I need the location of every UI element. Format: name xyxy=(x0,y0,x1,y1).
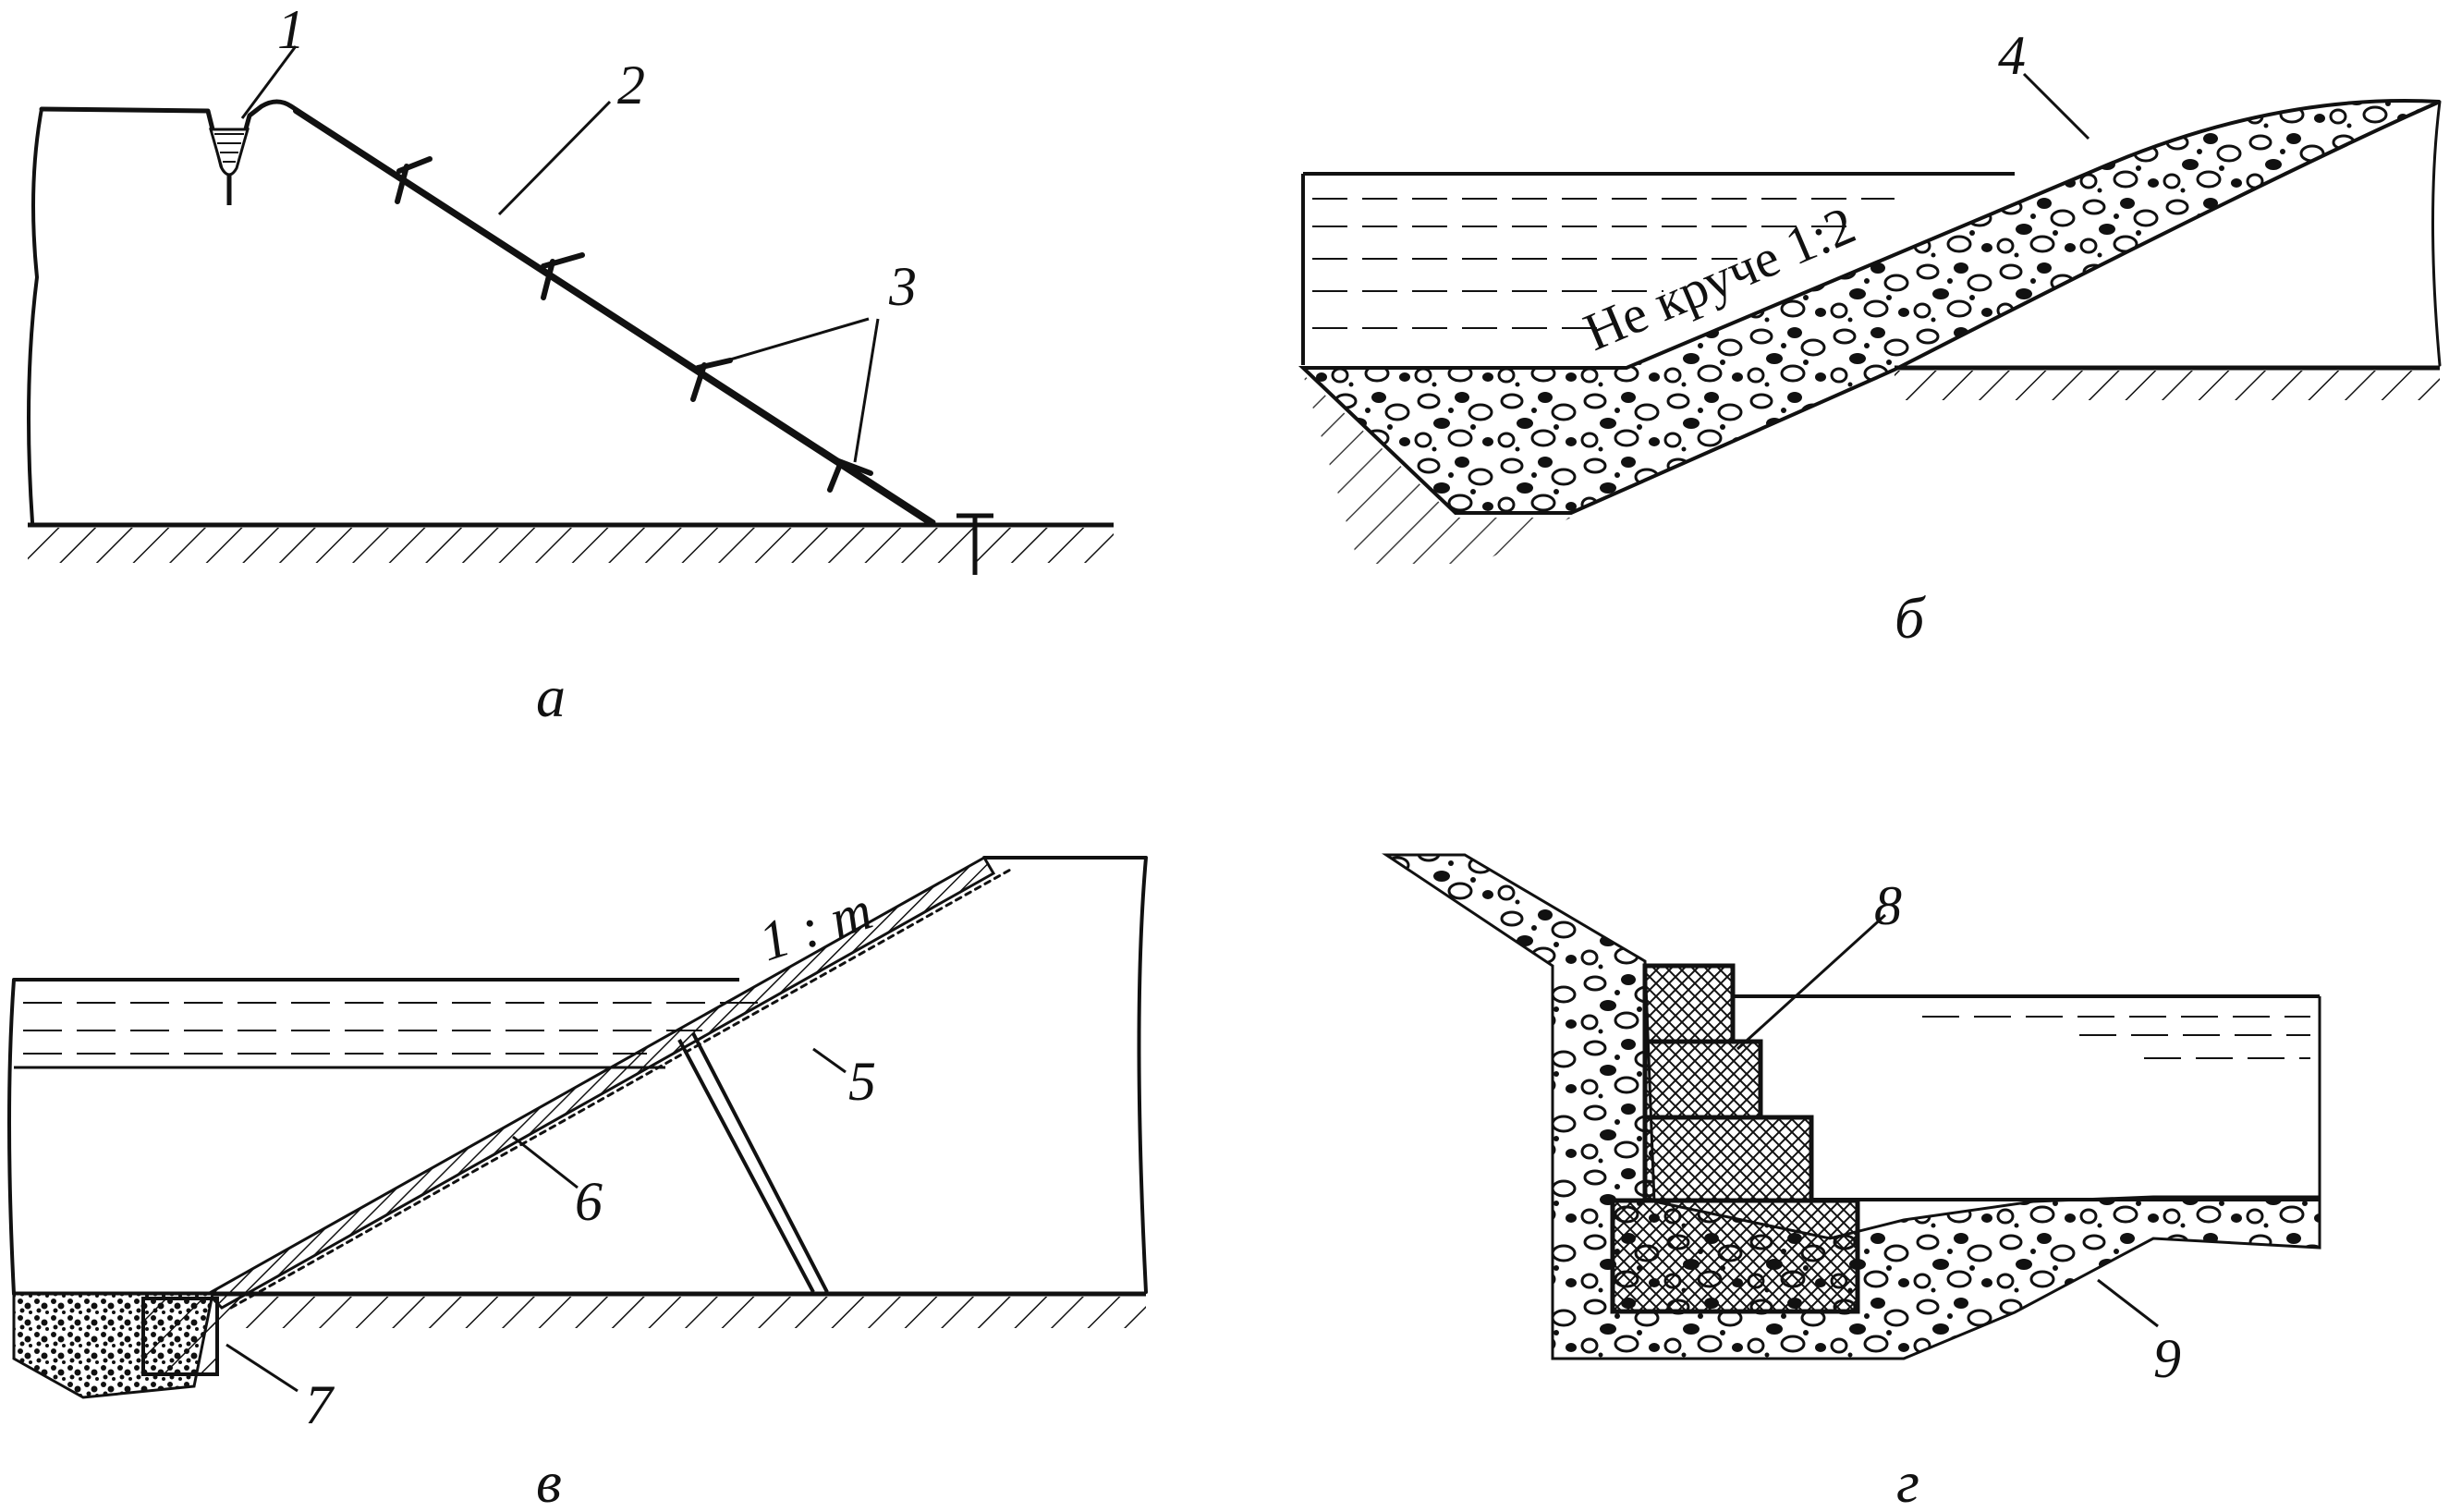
label-4: 4 xyxy=(1998,25,2026,86)
panel-g-block-4 xyxy=(1610,1198,1860,1314)
panel-v-drain-line xyxy=(677,1039,815,1293)
caption-a: а xyxy=(536,664,566,729)
panel-v-water-dashes xyxy=(23,1002,758,1055)
panel-g-block-2 xyxy=(1642,1039,1763,1120)
label-1: 1 xyxy=(277,0,305,60)
panel-g-block-1 xyxy=(1642,963,1736,1044)
panel-v: 1 : m 5 6 7 в xyxy=(7,855,1148,1512)
label-6: 6 xyxy=(575,1171,603,1232)
panel-g-water-dashes xyxy=(1922,1016,2310,1059)
panel-a-ditch-water xyxy=(214,133,244,163)
panel-v-embankment-outline xyxy=(7,856,1148,1296)
panel-a-top-surface xyxy=(39,99,936,525)
panel-g-block-3 xyxy=(1642,1115,1814,1203)
panel-v-leaders xyxy=(225,1047,847,1393)
label-5: 5 xyxy=(848,1051,876,1112)
caption-g: г xyxy=(1896,1449,1919,1512)
caption-b: б xyxy=(1895,585,1926,651)
panel-g: 8 9 г xyxy=(1382,853,2321,1512)
panel-a-ground-hatch xyxy=(28,528,1114,563)
panel-g-leaders xyxy=(1736,913,2159,1328)
panel-b-bottom-hatch xyxy=(1303,374,1571,564)
caption-v: в xyxy=(536,1449,562,1512)
panel-b-bank-right xyxy=(2431,100,2442,367)
panel-b-riprap xyxy=(1298,98,2441,515)
panel-b-water-dashes xyxy=(1312,198,1895,329)
panel-a: 1 2 3 а xyxy=(27,0,1114,729)
panel-a-leaders xyxy=(240,45,880,463)
label-7: 7 xyxy=(305,1374,335,1435)
panel-v-toe-block xyxy=(141,1297,219,1376)
panel-a-ground-body xyxy=(27,107,43,524)
label-2: 2 xyxy=(617,55,645,116)
label-8: 8 xyxy=(1874,875,1902,936)
panel-b: 4 Не круче 1:2 б xyxy=(1298,25,2442,651)
label-9: 9 xyxy=(2153,1328,2181,1389)
panel-b-bed-hatch xyxy=(1895,371,2440,400)
panel-v-filter-layer xyxy=(229,867,1014,1310)
label-3: 3 xyxy=(888,256,917,317)
panel-b-leader-4 xyxy=(2022,72,2090,140)
